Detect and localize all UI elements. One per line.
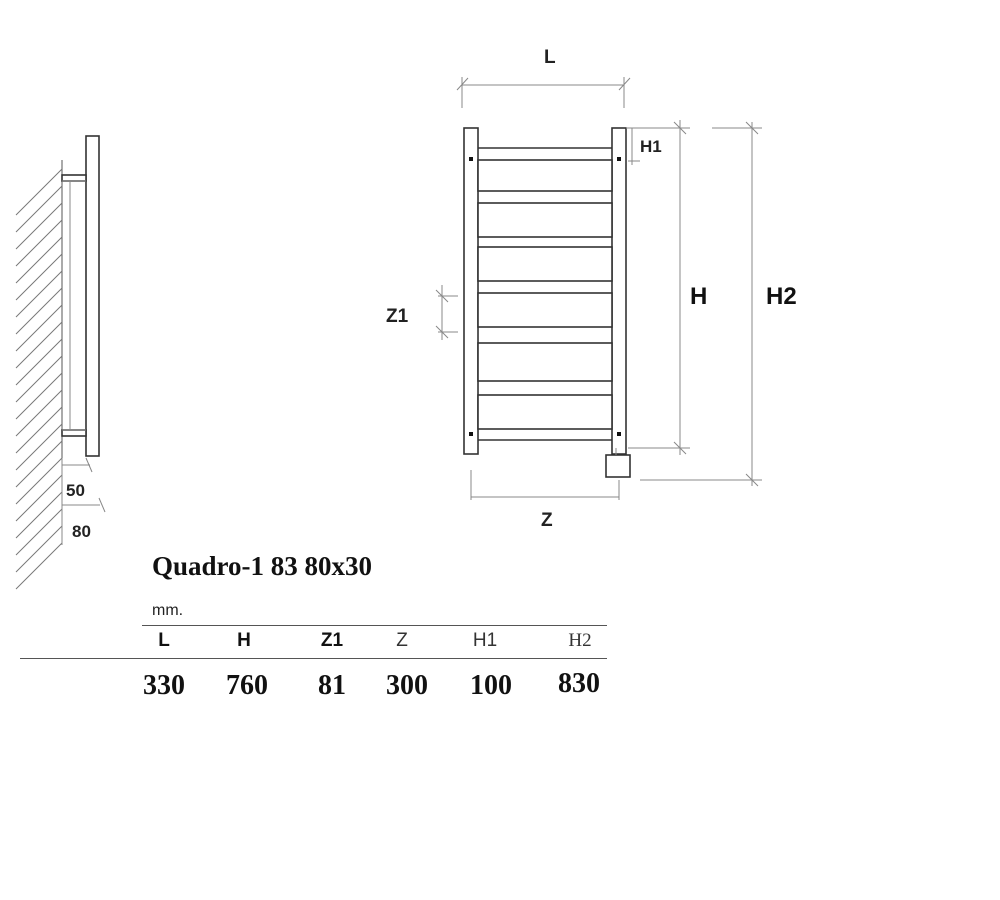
dimension-H2: H2 — [640, 121, 797, 487]
hatch-line — [15, 440, 63, 488]
model-title: Quadro-1 83 80x30 — [152, 551, 373, 581]
unit-label: mm. — [152, 602, 184, 619]
value-L: 330 — [143, 670, 185, 701]
value-Z1: 81 — [318, 670, 346, 701]
towel-bar — [477, 342, 613, 382]
hatch-line — [15, 321, 63, 369]
towel-bar — [477, 246, 613, 282]
side-depth-dimensions: 50 80 — [61, 457, 106, 545]
towel-bar — [477, 159, 613, 192]
depth-80-label: 80 — [72, 522, 91, 541]
dimension-Z1-label: Z1 — [386, 306, 409, 327]
hatch-line — [15, 406, 63, 454]
header-rule — [142, 625, 607, 626]
front-view-radiator — [463, 127, 631, 478]
towel-bars — [477, 159, 613, 430]
hatch-line — [15, 219, 63, 267]
value-H2: 830 — [558, 668, 600, 699]
hatch-line — [15, 372, 63, 420]
towel-bar — [477, 394, 613, 430]
dimension-H1: H1 — [628, 127, 662, 165]
dimension-L-label: L — [544, 47, 556, 68]
header-H1: H1 — [472, 630, 498, 651]
dimension-Z-label: Z — [541, 510, 553, 531]
hatch-line — [15, 542, 63, 590]
depth-50-label: 50 — [66, 481, 85, 500]
hatch-line — [15, 304, 63, 352]
value-Z: 300 — [386, 670, 428, 701]
header-Z1: Z1 — [320, 630, 344, 651]
value-H1: 100 — [470, 670, 512, 701]
hatch-line — [15, 287, 63, 335]
mount-dot — [469, 432, 473, 436]
hatch-line — [15, 508, 63, 556]
hatch-line — [15, 185, 63, 233]
header-L: L — [158, 630, 170, 651]
hatch-line — [15, 491, 63, 539]
hatch-line — [15, 253, 63, 301]
hatch-line — [15, 457, 63, 505]
dimension-L: L — [456, 47, 631, 108]
hatch-line — [15, 389, 63, 437]
towel-bar — [477, 202, 613, 238]
hatch-line — [15, 423, 63, 471]
hatch-line — [15, 338, 63, 386]
heating-element — [605, 454, 631, 478]
header-H2: H2 — [568, 630, 592, 651]
value-H: 760 — [226, 670, 268, 701]
hatch-line — [15, 355, 63, 403]
side-view-radiator — [61, 135, 100, 457]
dimension-Z1: Z1 — [386, 285, 458, 340]
header-Z: Z — [396, 630, 408, 651]
header-H: H — [237, 630, 251, 651]
hatch-line — [15, 236, 63, 284]
hatch-line — [15, 202, 63, 250]
towel-bar — [477, 292, 613, 328]
hatch-line — [15, 168, 63, 216]
hatch-line — [15, 474, 63, 522]
dimension-H2-label: H2 — [766, 283, 797, 310]
dimension-H-label: H — [690, 283, 707, 310]
mount-dot — [617, 432, 621, 436]
mount-dot — [469, 157, 473, 161]
dimension-Z: Z — [470, 470, 620, 531]
mount-dot — [617, 157, 621, 161]
header-underline — [20, 658, 607, 659]
hatch-line — [15, 270, 63, 318]
hatch-line — [15, 525, 63, 573]
wall-hatching — [15, 160, 63, 590]
dimension-H: H — [626, 120, 707, 455]
dimension-H1-label: H1 — [640, 137, 662, 156]
